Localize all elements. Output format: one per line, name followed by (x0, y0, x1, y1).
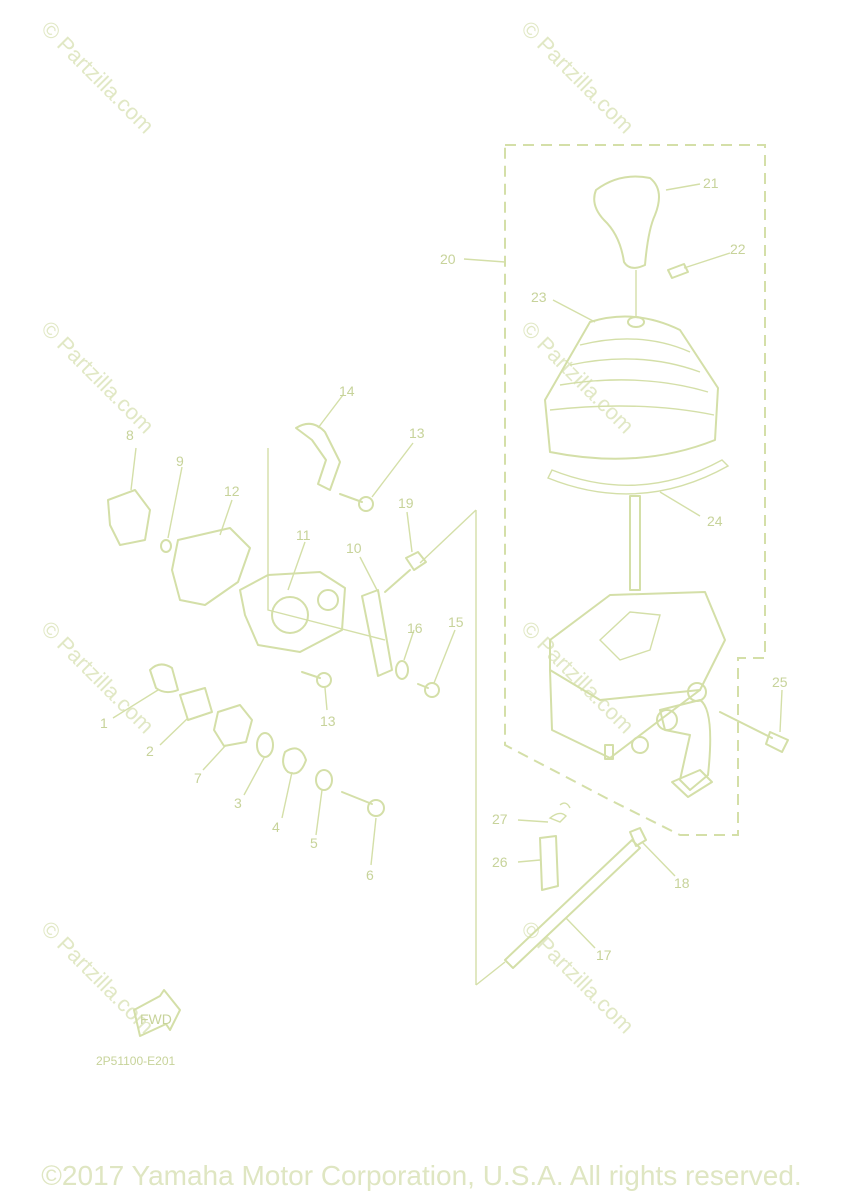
callout-14: 14 (339, 383, 355, 399)
part-27-clip (548, 812, 567, 823)
callout-1: 1 (100, 715, 108, 731)
callout-12: 12 (224, 483, 240, 499)
callout-16: 16 (407, 620, 423, 636)
svg-text:© Partzilla.com: © Partzilla.com (516, 16, 639, 139)
part-23-boot (544, 315, 719, 460)
part-13-bolt-upper (339, 493, 374, 512)
svg-text:© Partzilla.com: © Partzilla.com (36, 316, 159, 439)
part-21-knob (593, 175, 660, 269)
part-10-lever (361, 589, 393, 677)
svg-text:© Partzilla.com: © Partzilla.com (516, 916, 639, 1039)
callout-17: 17 (596, 947, 612, 963)
callout-25: 25 (772, 674, 788, 690)
part-3-washer (256, 732, 274, 758)
watermark: © Partzilla.com (36, 616, 159, 739)
part-22-screw (667, 263, 689, 279)
part-15-bolt (417, 682, 440, 698)
svg-text:© Partzilla.com: © Partzilla.com (36, 16, 159, 139)
callout-19: 19 (398, 495, 414, 511)
part-11-cover (239, 571, 346, 653)
gear-housing (549, 591, 726, 760)
watermark: © Partzilla.com (36, 16, 159, 139)
assembly-20-outline (504, 144, 766, 836)
svg-text:© Partzilla.com: © Partzilla.com (516, 616, 639, 739)
part-8-switch (107, 489, 151, 546)
callout-24: 24 (707, 513, 723, 529)
callout-20: 20 (440, 251, 456, 267)
part-9-oring (160, 539, 172, 553)
callout-21: 21 (703, 175, 719, 191)
part-26-sleeve (539, 835, 559, 891)
part-6-bolt (341, 791, 385, 817)
watermarks: © Partzilla.com © Partzilla.com © Partzi… (36, 16, 639, 1039)
callout-5: 5 (310, 835, 318, 851)
part-25-bolt (719, 711, 789, 753)
callout-23: 23 (531, 289, 547, 305)
callouts: 1 2 3 4 5 6 7 8 9 10 11 12 13 13 14 15 1… (100, 175, 788, 963)
diagram-code: 2P51100-E201 (96, 1054, 176, 1068)
part-12-gasket (171, 527, 251, 606)
watermark: © Partzilla.com (516, 916, 639, 1039)
callout-22: 22 (730, 241, 746, 257)
callout-13-lower: 13 (320, 713, 336, 729)
part-4-spring (282, 747, 307, 775)
watermark: © Partzilla.com (516, 616, 639, 739)
callout-9: 9 (176, 453, 184, 469)
leader-lines (112, 183, 783, 949)
callout-3: 3 (234, 795, 242, 811)
callout-10: 10 (346, 540, 362, 556)
callout-8: 8 (126, 427, 134, 443)
part-2-bushing (179, 687, 213, 721)
part-7-gear (213, 704, 253, 747)
callout-2: 2 (146, 743, 154, 759)
part-16-washer (395, 660, 409, 680)
callout-4: 4 (272, 819, 280, 835)
copyright-notice: ©2017 Yamaha Motor Corporation, U.S.A. A… (41, 1160, 802, 1191)
shift-lever-shaft (629, 495, 641, 591)
fwd-arrow-icon: FWD (133, 989, 181, 1037)
svg-text:© Partzilla.com: © Partzilla.com (36, 616, 159, 739)
part-1-cap (149, 663, 179, 694)
part-14-bracket (295, 422, 341, 491)
callout-6: 6 (366, 867, 374, 883)
part-18-nut (629, 827, 647, 847)
part-13-bolt-lower (301, 671, 332, 688)
part-5-washer (315, 769, 333, 791)
callout-18: 18 (674, 875, 690, 891)
svg-text:© Partzilla.com: © Partzilla.com (516, 316, 639, 439)
callout-15: 15 (448, 614, 464, 630)
part-17-rod (504, 839, 641, 969)
part-19-nut (405, 551, 427, 571)
callout-26: 26 (492, 854, 508, 870)
watermark: © Partzilla.com (36, 316, 159, 439)
watermark: © Partzilla.com (516, 16, 639, 139)
callout-27: 27 (492, 811, 508, 827)
watermark: © Partzilla.com (516, 316, 639, 439)
shift-arm (659, 699, 712, 791)
callout-13-upper: 13 (409, 425, 425, 441)
svg-text:FWD: FWD (140, 1011, 172, 1027)
callout-7: 7 (194, 770, 202, 786)
callout-11: 11 (296, 527, 311, 543)
part-24-seal (547, 459, 730, 495)
